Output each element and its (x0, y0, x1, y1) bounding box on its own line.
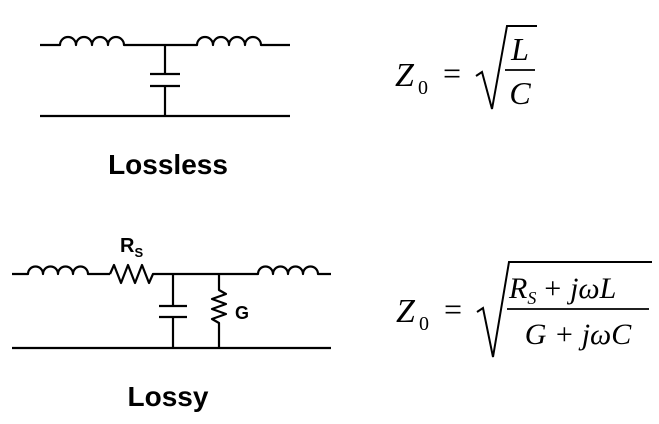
lossless-numerator: L (510, 31, 529, 67)
lossy-impedance-formula: Z 0 = RS + jωL G + jωC (396, 261, 652, 358)
lossless-sqrt-sign (475, 25, 537, 110)
lossy-circuit (12, 263, 331, 350)
resistor-label: RS (120, 235, 143, 260)
lossless-left-inductor (40, 35, 165, 47)
lossless-denominator: C (509, 75, 531, 111)
resistor-label-main: R (120, 235, 135, 257)
lossy-left-inductor (12, 265, 110, 276)
lossy-series-resistor (108, 263, 173, 285)
lossless-shunt-capacitor (150, 45, 180, 116)
lossy-shunt-capacitor (159, 274, 187, 348)
lossy-z-symbol: Z (396, 293, 416, 330)
lossy-denominator: G + jωC (525, 318, 632, 351)
lossless-caption: Lossless (108, 149, 228, 180)
lossless-impedance-formula: Z 0 = L C (395, 25, 537, 111)
lossless-equals-sign: = (443, 55, 461, 91)
lossy-numerator-subscript: S (527, 288, 536, 308)
lossless-right-inductor (165, 35, 290, 47)
lossy-sqrt-sign (476, 261, 652, 358)
lossless-z-subscript: 0 (418, 77, 428, 99)
lossless-z-symbol: Z (395, 57, 415, 94)
lossy-numerator: RS + jωL (508, 272, 616, 308)
lossy-numerator-r: R (508, 272, 527, 305)
lossy-shunt-conductance (210, 274, 228, 348)
lossy-numerator-rest: + jωL (542, 272, 616, 305)
lossy-caption: Lossy (128, 381, 209, 412)
resistor-label-subscript: S (134, 245, 143, 260)
lossy-right-inductor (253, 265, 331, 276)
lossy-z-subscript: 0 (419, 313, 429, 335)
lossy-equals-sign: = (444, 291, 462, 327)
lossless-circuit (40, 35, 290, 118)
conductance-label: G (235, 303, 249, 323)
